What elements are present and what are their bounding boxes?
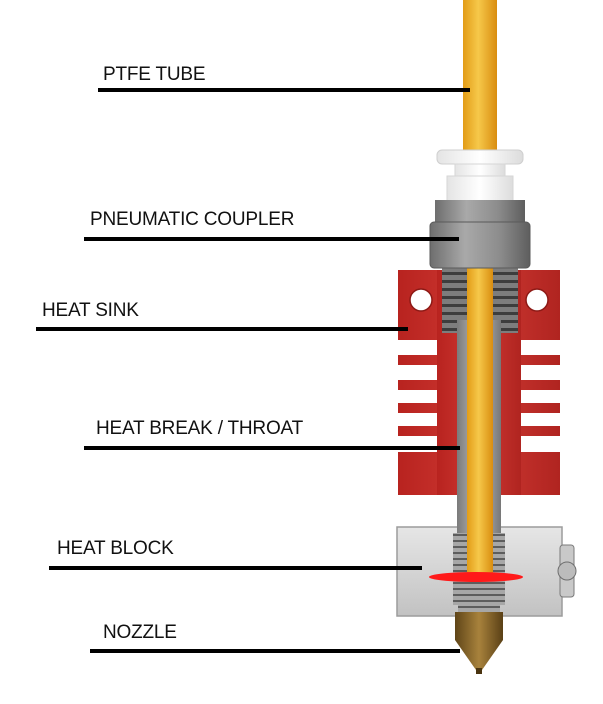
leader-line-nozzle — [90, 649, 460, 653]
label-heat-block: HEAT BLOCK — [57, 538, 174, 559]
leader-line-heat-break — [84, 446, 460, 450]
label-heat-break: HEAT BREAK / THROAT — [96, 418, 303, 439]
melt-zone — [429, 572, 523, 582]
label-heat-sink: HEAT SINK — [42, 300, 139, 321]
ptfe-tube — [463, 0, 497, 580]
leader-line-pneumatic-coupler — [84, 237, 459, 241]
label-ptfe-tube: PTFE TUBE — [103, 64, 206, 85]
label-pneumatic-coupler: PNEUMATIC COUPLER — [90, 209, 295, 230]
leader-line-ptfe-tube — [98, 88, 470, 92]
leader-line-heat-sink — [36, 327, 408, 331]
label-nozzle: NOZZLE — [103, 622, 177, 643]
pneumatic-coupler — [429, 149, 531, 269]
leader-line-heat-block — [49, 566, 422, 570]
nozzle — [455, 582, 503, 674]
